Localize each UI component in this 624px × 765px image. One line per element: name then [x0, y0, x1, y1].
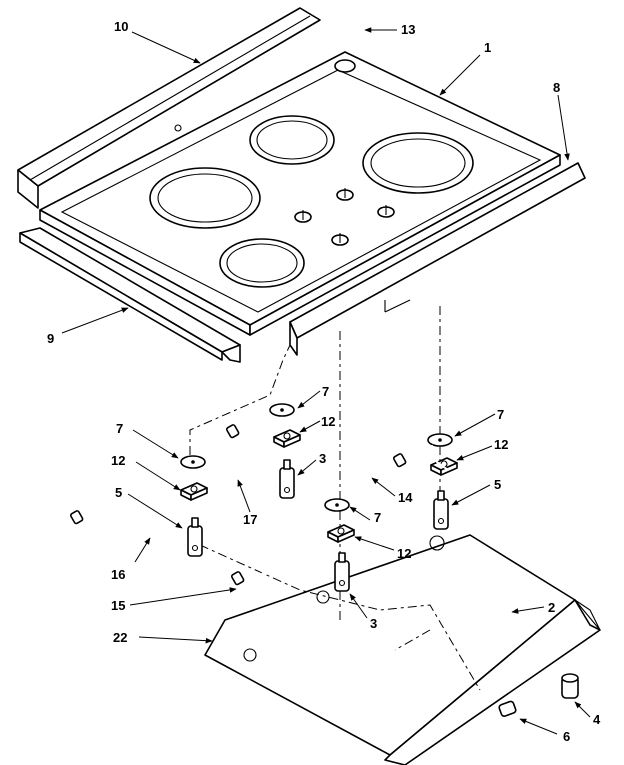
gas-valves [187, 459, 449, 592]
callout-7-a: 7 [116, 421, 123, 436]
cooktop-panel [39, 51, 561, 336]
rear-trim-strip [17, 7, 321, 209]
front-trim-strip [19, 227, 241, 363]
spacer-washers [180, 403, 453, 512]
callout-12-a: 12 [111, 453, 125, 468]
callout-22: 22 [113, 630, 127, 645]
callout-12-b: 12 [321, 414, 335, 429]
callout-17: 17 [243, 512, 257, 527]
callout-9: 9 [47, 331, 54, 346]
callout-7-b: 7 [322, 384, 329, 399]
callout-1: 1 [484, 40, 491, 55]
callout-5-b: 5 [494, 477, 501, 492]
callout-15: 15 [111, 598, 125, 613]
orifice-and-fittings [498, 673, 579, 717]
callout-8: 8 [553, 80, 560, 95]
side-trim-strip [289, 162, 586, 356]
callout-3-b: 3 [370, 616, 377, 631]
gas-manifold-line [199, 544, 481, 691]
alignment-line-left [189, 344, 291, 455]
callout-13: 13 [401, 22, 415, 37]
leader-lines [61, 27, 591, 735]
valve-holes [294, 188, 395, 246]
burner-opening-front-right [219, 238, 305, 288]
burner-base-pan [204, 534, 601, 765]
callout-7-c: 7 [497, 407, 504, 422]
callout-5-a: 5 [115, 485, 122, 500]
burner-opening-front-left [149, 167, 261, 229]
callout-labels: 10 13 1 8 9 7 12 7 12 7 12 3 5 14 5 17 7… [47, 19, 601, 744]
callout-2: 2 [548, 600, 555, 615]
callout-7-d: 7 [374, 510, 381, 525]
valve-brackets [180, 429, 458, 543]
burner-opening-rear-right [362, 132, 474, 194]
callout-4: 4 [593, 712, 601, 727]
callout-6: 6 [563, 729, 570, 744]
callout-16: 16 [111, 567, 125, 582]
callout-3-a: 3 [319, 451, 326, 466]
callout-10: 10 [114, 19, 128, 34]
callout-14: 14 [398, 490, 413, 505]
burner-opening-rear-left [249, 115, 335, 165]
callout-12-d: 12 [397, 546, 411, 561]
callout-12-c: 12 [494, 437, 508, 452]
gas-tubes [69, 424, 449, 587]
